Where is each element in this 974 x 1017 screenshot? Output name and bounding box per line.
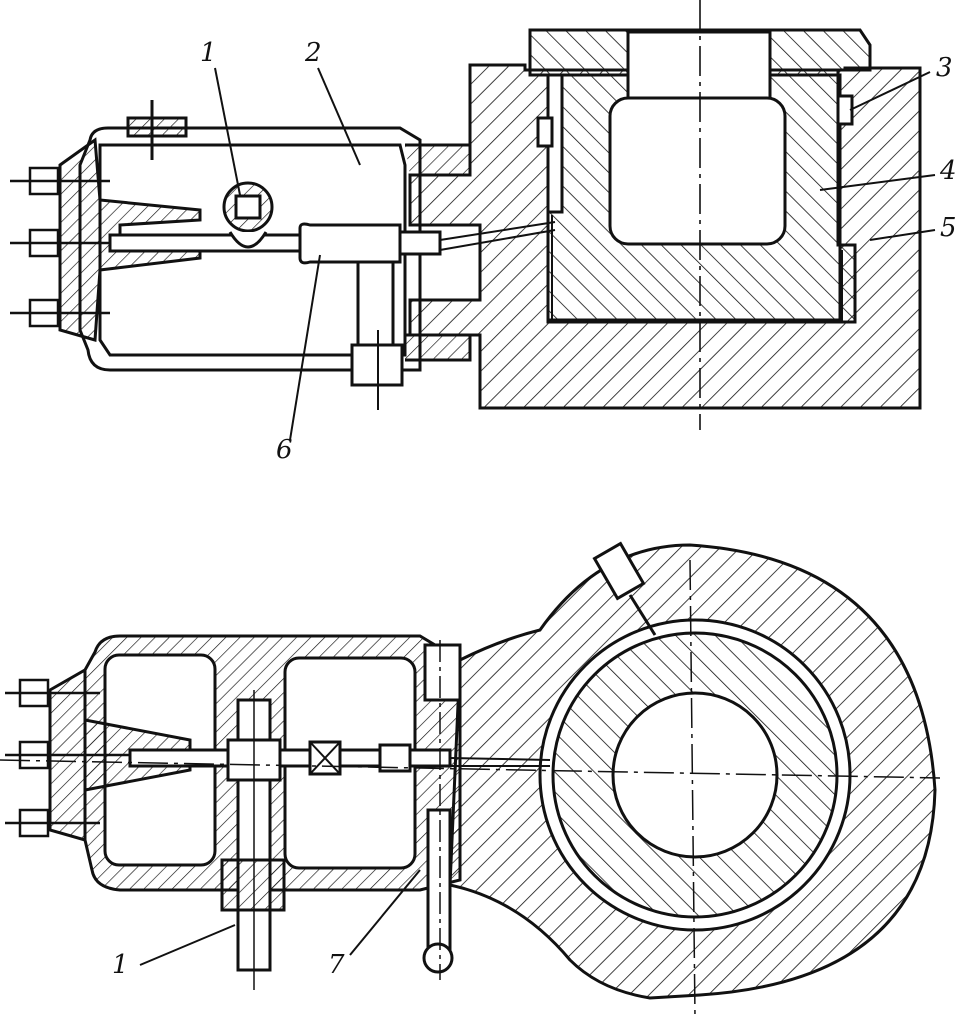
seal-ring-left: [536, 116, 554, 148]
label-top-6: 6: [276, 435, 293, 465]
top-section-view: [10, 0, 922, 430]
cylinder-shell: [78, 126, 422, 372]
liner-window: [608, 96, 787, 246]
bottom-plan-view: [0, 541, 941, 1017]
fitting-6: [298, 222, 402, 265]
seal-ring-right: [836, 94, 854, 126]
label-bottom-1: 1: [112, 950, 129, 980]
oil-nipple: [592, 541, 657, 636]
label-top-4: 4: [940, 156, 957, 186]
label-bottom-7: 7: [328, 950, 345, 980]
rod-7: [426, 808, 452, 957]
label-top-2: 2: [305, 38, 322, 68]
label-top-5: 5: [940, 213, 957, 243]
bolts-top: [10, 166, 110, 328]
label-top-3: 3: [936, 53, 953, 83]
label-top-1: 1: [200, 38, 217, 68]
bore: [611, 691, 779, 859]
liner-top-slot: [626, 30, 772, 102]
